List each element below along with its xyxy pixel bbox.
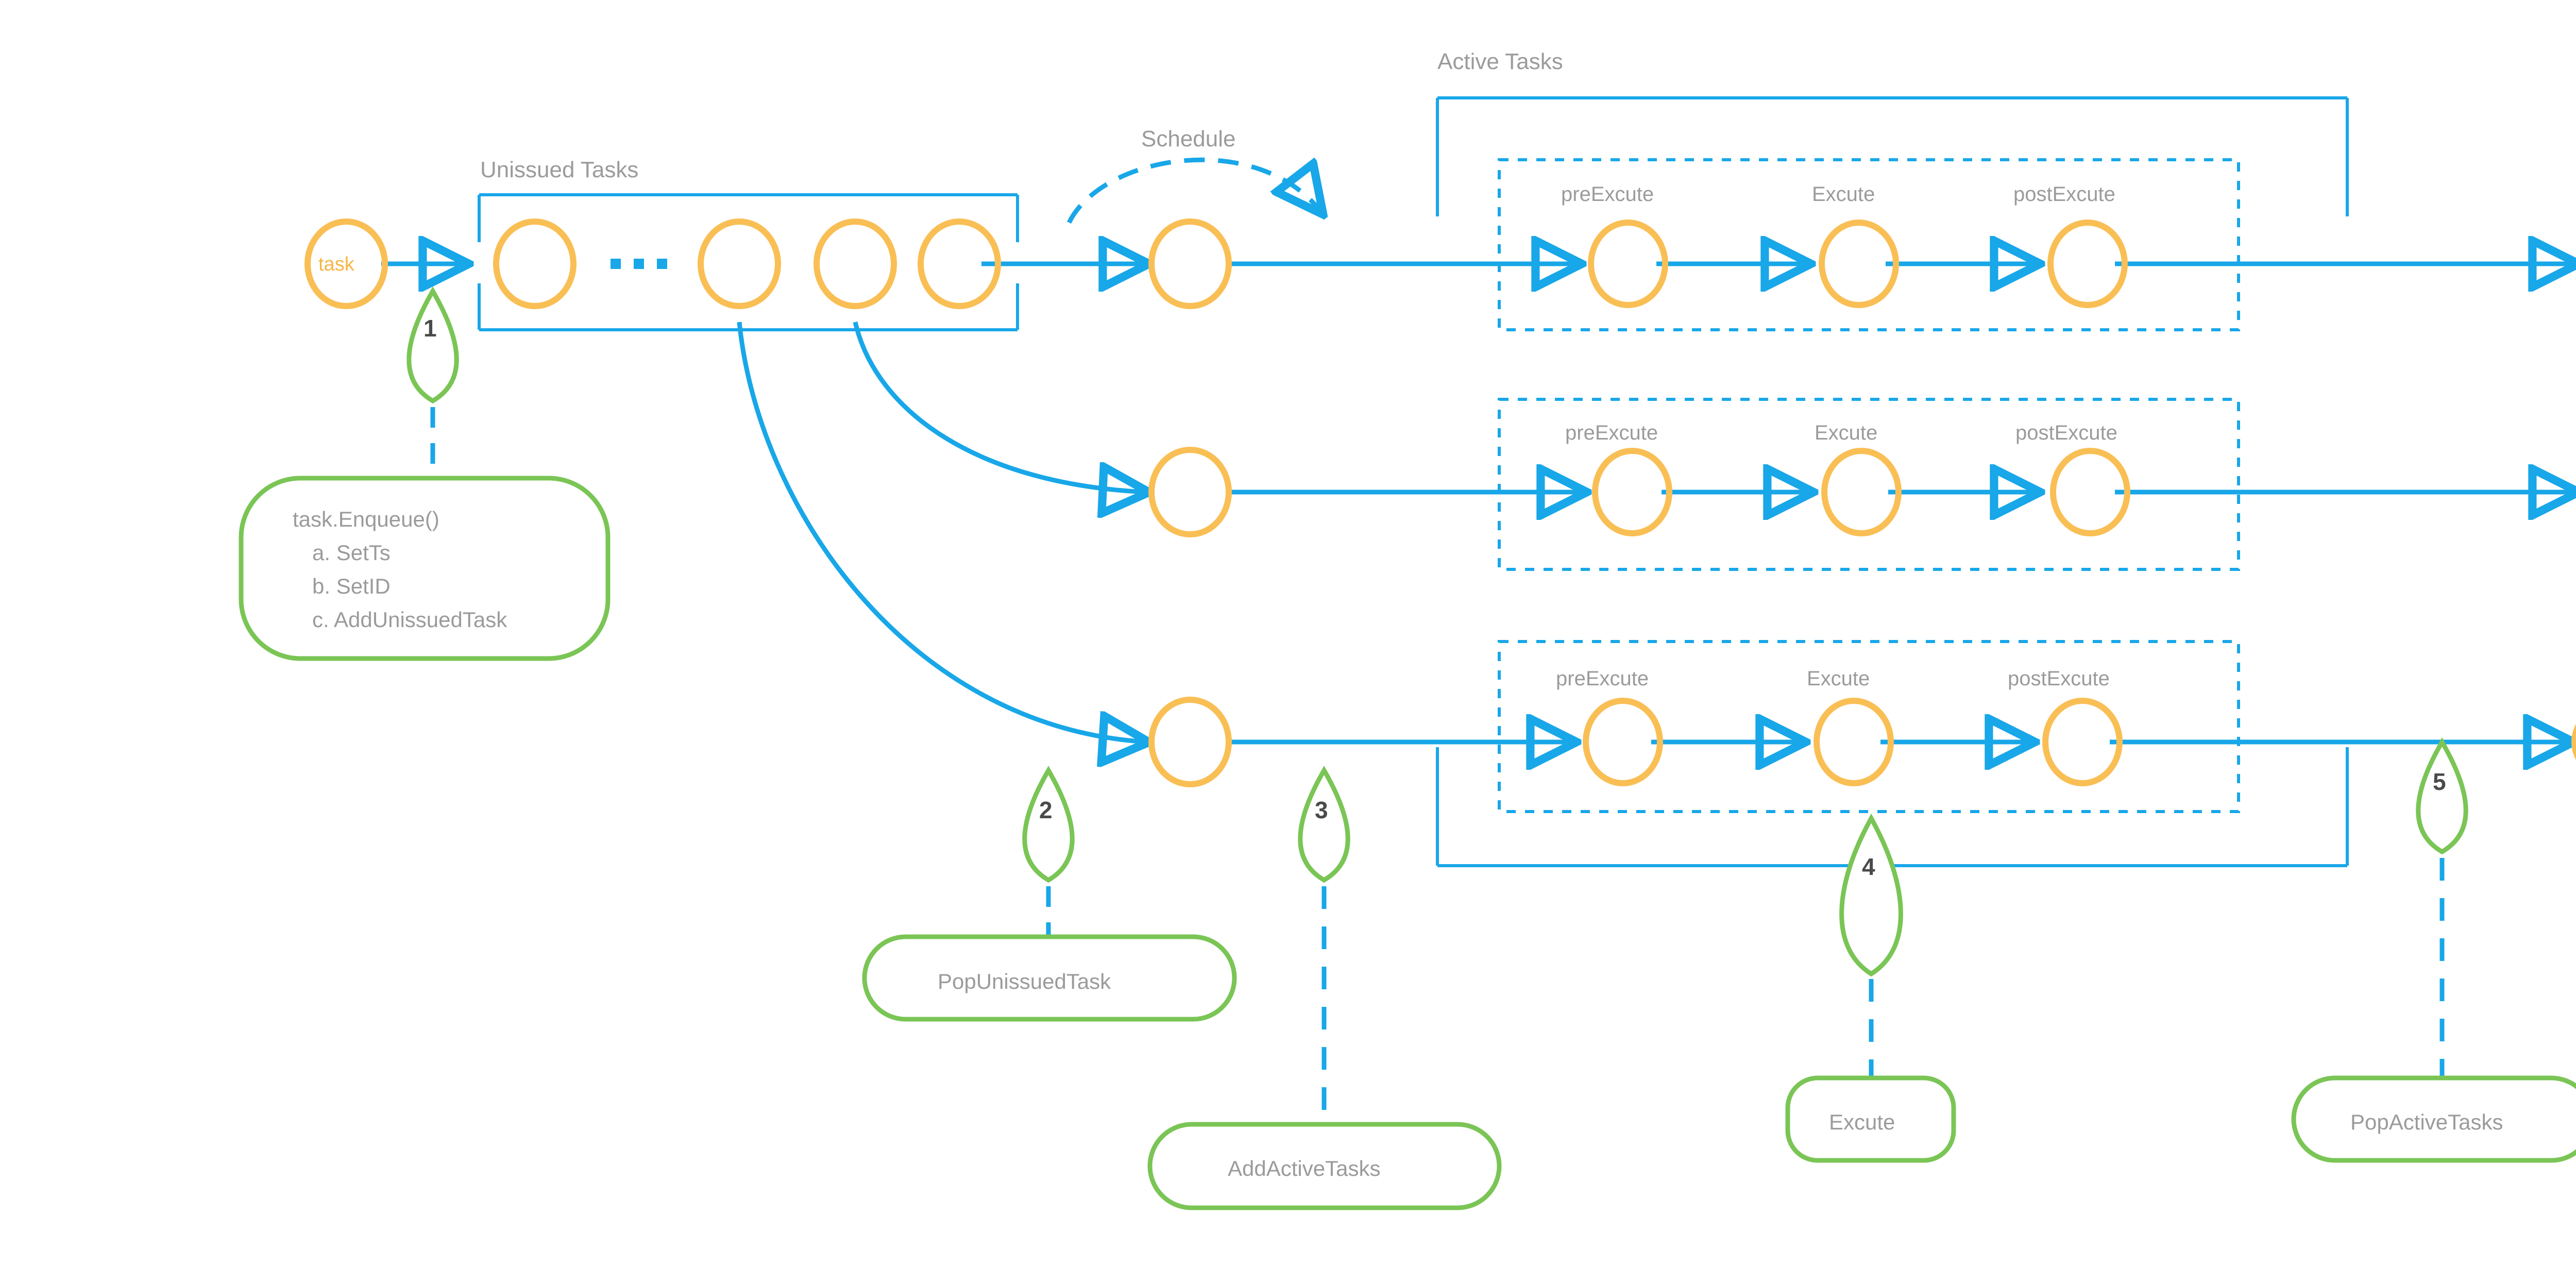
callout-box-4 xyxy=(1785,1075,1956,1163)
callout-1-title: task.Enqueue() xyxy=(293,507,439,531)
marker-1 xyxy=(406,286,459,479)
stage-label-row3-pre: preExcute xyxy=(1556,667,1649,690)
callout-1-item-a: a. SetTs xyxy=(312,541,391,565)
pipeline-dashed-box-row2 xyxy=(1498,398,2240,571)
marker-number-1: 1 xyxy=(423,315,437,342)
callout-3-label: AddActiveTasks xyxy=(1228,1156,1381,1180)
stage-label-row3-exec: Excute xyxy=(1807,667,1870,690)
callout-5-label: PopActiveTasks xyxy=(2350,1110,2503,1134)
flow-edges-row3 xyxy=(737,322,2571,742)
marker-4 xyxy=(1839,813,1903,1079)
pipeline-stage-nodes xyxy=(1583,220,2130,786)
unissued-task-nodes xyxy=(493,218,1001,309)
schedule-label: Schedule xyxy=(1141,126,1236,151)
stage-label-row2-pre: preExcute xyxy=(1565,421,1658,444)
marker-number-5: 5 xyxy=(2433,768,2446,795)
callout-2-label: PopUnissuedTask xyxy=(938,969,1111,993)
active-tasks-label: Active Tasks xyxy=(1437,49,1563,74)
output-nodes xyxy=(2571,723,2576,761)
unissued-tasks-label: Unissued Tasks xyxy=(480,157,639,182)
marker-2 xyxy=(1022,766,1075,938)
pipeline-dashed-box-row3 xyxy=(1498,640,2240,813)
schedule-entry-nodes xyxy=(1148,218,1232,787)
marker-number-2: 2 xyxy=(1039,797,1053,823)
callout-4-label: Excute xyxy=(1829,1110,1895,1134)
queue-ellipsis-dots xyxy=(611,259,667,269)
callout-box-2 xyxy=(862,934,1237,1022)
source-task-node xyxy=(304,218,388,309)
callout-box-5 xyxy=(2291,1075,2576,1163)
stage-label-row3-post: postExcute xyxy=(2008,667,2110,690)
stage-label-row1-exec: Excute xyxy=(1812,183,1875,206)
unissued-tasks-bracket xyxy=(478,193,1019,331)
stage-label-row2-post: postExcute xyxy=(2015,421,2117,444)
callout-box-3 xyxy=(1147,1122,1502,1210)
marker-3 xyxy=(1298,766,1350,1126)
schedule-dashed-arrow xyxy=(1066,160,1321,224)
callout-1-item-b: b. SetID xyxy=(312,574,391,599)
active-tasks-bracket xyxy=(1436,96,2349,867)
flow-edges-row2 xyxy=(853,321,2576,492)
marker-number-3: 3 xyxy=(1315,797,1328,823)
stage-label-row1-post: postExcute xyxy=(2013,183,2115,206)
callout-box-1 xyxy=(239,476,611,661)
callout-1-content: task.Enqueue() a. SetTs b. SetID c. AddU… xyxy=(293,502,507,636)
pipeline-dashed-box-row1 xyxy=(1498,158,2240,331)
source-task-label: task xyxy=(318,254,354,275)
stage-label-row2-exec: Excute xyxy=(1815,421,1878,444)
marker-number-4: 4 xyxy=(1862,853,1875,880)
stage-label-row1-pre: preExcute xyxy=(1561,183,1654,206)
marker-5 xyxy=(2416,737,2468,1079)
callout-1-item-c: c. AddUnissuedTask xyxy=(312,608,507,632)
